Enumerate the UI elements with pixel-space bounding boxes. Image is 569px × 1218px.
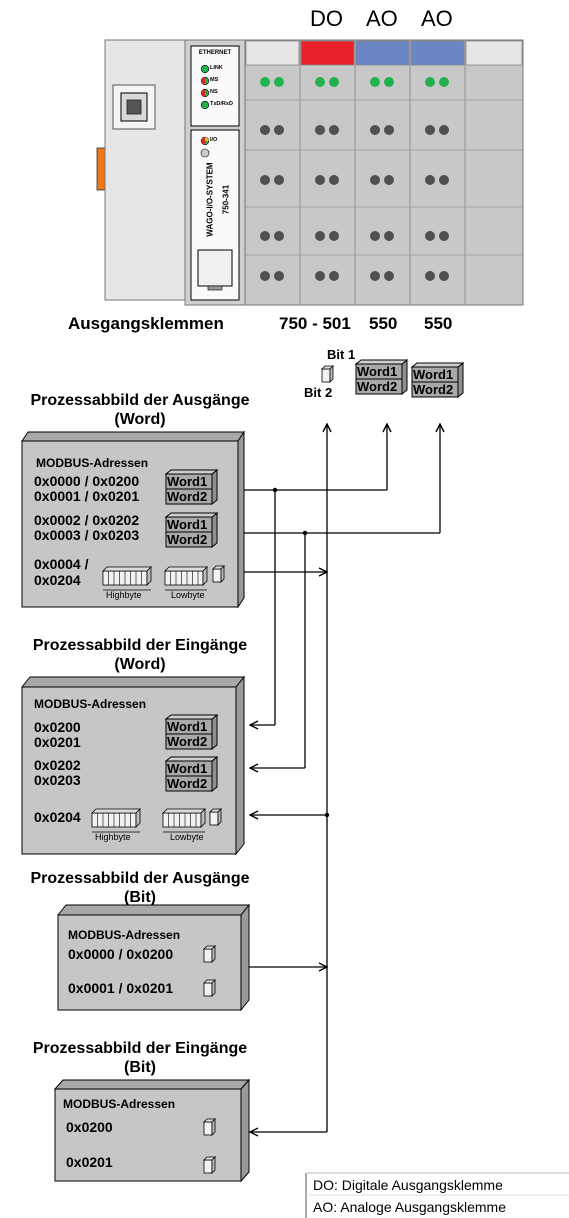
io-modules: [244, 39, 524, 306]
word2-label: Word2: [167, 489, 208, 504]
modbus-header: MODBUS-Adressen: [36, 456, 149, 470]
word2-label: Word2: [357, 379, 398, 394]
address: 0x0001 / 0x0201: [34, 488, 140, 504]
address: 0x0003 / 0x0203: [34, 527, 140, 543]
highbyte-icon: [91, 808, 141, 828]
address: 0x0204: [34, 809, 81, 825]
word2-label: Word2: [167, 532, 208, 547]
word1-label: Word1: [357, 364, 398, 379]
box-out-bit: [56, 903, 251, 1012]
model-vertical-label: 750-341: [221, 184, 231, 215]
address: 0x0002 / 0x0202: [34, 512, 140, 528]
output-terminals-label: Ausgangsklemmen: [68, 314, 224, 333]
address: 0x0001 / 0x0201: [68, 980, 174, 996]
ao-header-1: [355, 40, 410, 66]
led-label-txd: TxD/RxD: [210, 101, 233, 107]
address: 0x0201: [34, 734, 81, 750]
led-row-top: [260, 77, 449, 87]
module-label-do: DO: [310, 6, 343, 31]
modbus-header: MODBUS-Adressen: [34, 697, 147, 711]
address: 0x0204: [34, 572, 81, 588]
legend-do: DO: Digitale Ausgangsklemme: [313, 1177, 503, 1193]
highbyte-label: Highbyte: [106, 590, 142, 600]
address: 0x0203: [34, 772, 81, 788]
led-label-io: I/O: [210, 137, 218, 143]
ao-header-2: [410, 40, 465, 66]
lowbyte-label: Lowbyte: [170, 832, 204, 842]
junction-dots: [272, 487, 330, 818]
led-label-ns: NS: [210, 89, 218, 95]
legend-ao: AO: Analoge Ausgangsklemme: [313, 1199, 507, 1215]
bit1-label: Bit 1: [327, 347, 356, 362]
address: 0x0004 /: [34, 556, 89, 572]
terminal-model-501: 750 - 501: [279, 314, 351, 333]
address: 0x0000 / 0x0200: [34, 473, 140, 489]
terminal-contacts: [260, 125, 449, 281]
bit2-label: Bit 2: [304, 385, 333, 400]
bit-cube-icon: [212, 565, 225, 583]
lowbyte-label: Lowbyte: [171, 590, 205, 600]
link-led-icon: [200, 64, 210, 74]
address: 0x0200: [34, 719, 81, 735]
connection-lines: [244, 424, 440, 1132]
bit-cube-icon: [321, 365, 334, 383]
lowbyte-icon: [164, 566, 208, 586]
address: 0x0000 / 0x0200: [68, 946, 174, 962]
word2-label: Word2: [413, 382, 454, 397]
do-header: [300, 40, 355, 66]
bit-cube-icon: [203, 1118, 216, 1136]
lowbyte-icon: [162, 808, 206, 828]
terminal-model-550-b: 550: [424, 314, 453, 333]
word2-label: Word2: [167, 776, 208, 791]
led-label-link: LINK: [210, 65, 223, 71]
module-label-ao-2: AO: [421, 6, 453, 31]
section-title: Prozessabbild der Eingänge (Word): [32, 637, 248, 673]
modbus-header: MODBUS-Adressen: [68, 928, 181, 942]
section-title: Prozessabbild der Ausgänge (Word): [30, 392, 250, 428]
word1-label: Word1: [167, 517, 208, 532]
bit-cube-icon: [203, 1156, 216, 1174]
address: 0x0201: [66, 1154, 113, 1170]
word2-label: Word2: [167, 734, 208, 749]
ethernet-label: ETHERNET: [198, 50, 232, 56]
bit-cube-icon: [209, 808, 222, 826]
bit-cube-icon: [203, 979, 216, 997]
module-label-ao-1: AO: [366, 6, 398, 31]
address: 0x0202: [34, 757, 81, 773]
wago-controller: [96, 39, 246, 306]
terminal-model-550-a: 550: [369, 314, 398, 333]
highbyte-icon: [102, 566, 152, 586]
word1-label: Word1: [167, 761, 208, 776]
word1-label: Word1: [167, 474, 208, 489]
section-title: Prozessabbild der Ausgänge (Bit): [30, 870, 250, 906]
highbyte-label: Highbyte: [95, 832, 131, 842]
modbus-header: MODBUS-Adressen: [63, 1097, 176, 1111]
section-title: Prozessabbild der Eingänge (Bit): [32, 1040, 248, 1076]
led-label-ms: MS: [210, 77, 219, 83]
system-vertical-label: WAGO-I/O-SYSTEM: [205, 162, 215, 237]
word1-label: Word1: [413, 367, 454, 382]
address: 0x0200: [66, 1119, 113, 1135]
bit-cube-icon: [203, 945, 216, 963]
word1-label: Word1: [167, 719, 208, 734]
